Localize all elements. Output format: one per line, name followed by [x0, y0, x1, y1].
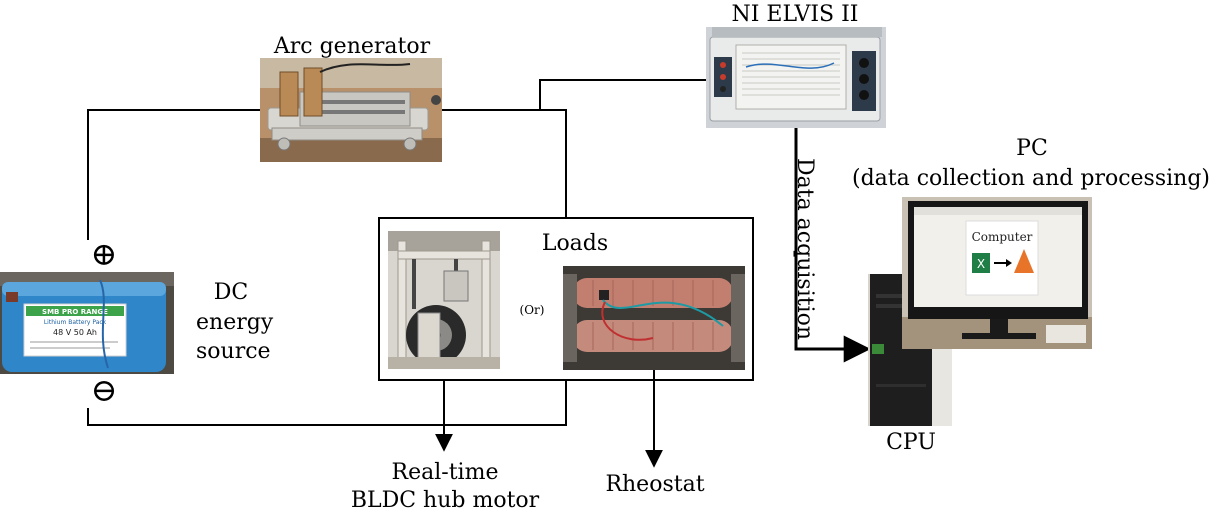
arc-generator-label: Arc generator — [273, 34, 431, 59]
dc-source-label-1: DC — [213, 280, 249, 305]
pc-monitor-photo: Computer X — [902, 197, 1092, 349]
bldc-motor-photo — [388, 231, 500, 369]
wire-elvis-link — [539, 79, 706, 110]
loads-box — [378, 217, 754, 381]
rheostat-label: Rheostat — [605, 472, 705, 497]
or-label: (Or) — [519, 303, 545, 317]
pc-subtitle-label: (data collection and processing) — [852, 166, 1210, 191]
arc-generator-photo — [260, 58, 442, 162]
data-acquisition-arrow — [794, 128, 871, 363]
svg-text:X: X — [977, 257, 985, 271]
data-acquisition-label: Data acquisition — [792, 157, 817, 341]
plus-terminal-icon: ⊕ — [90, 235, 118, 273]
minus-terminal-icon: ⊖ — [90, 371, 118, 409]
screen-computer-text: Computer — [972, 230, 1033, 244]
ni-elvis-label: NI ELVIS II — [731, 2, 859, 27]
ni-elvis-photo — [706, 27, 886, 128]
cpu-label: CPU — [886, 430, 936, 455]
battery-rating-text: 48 V 50 Ah — [53, 328, 97, 337]
battery-photo: SMB PRO RANGE Lithium Battery Pack 48 V … — [0, 272, 174, 374]
dc-source-label-3: source — [196, 339, 271, 364]
loads-label: Loads — [541, 231, 609, 256]
rheostat-photo — [563, 266, 745, 370]
battery-brand-text: SMB PRO RANGE — [42, 308, 108, 316]
pc-title-label: PC — [1016, 136, 1048, 161]
battery-type-text: Lithium Battery Pack — [44, 319, 107, 326]
wire-negative — [87, 380, 567, 426]
motor-label-1: Real-time — [391, 460, 499, 485]
motor-label-2: BLDC hub motor — [350, 488, 540, 513]
dc-source-label-2: energy — [196, 310, 274, 335]
